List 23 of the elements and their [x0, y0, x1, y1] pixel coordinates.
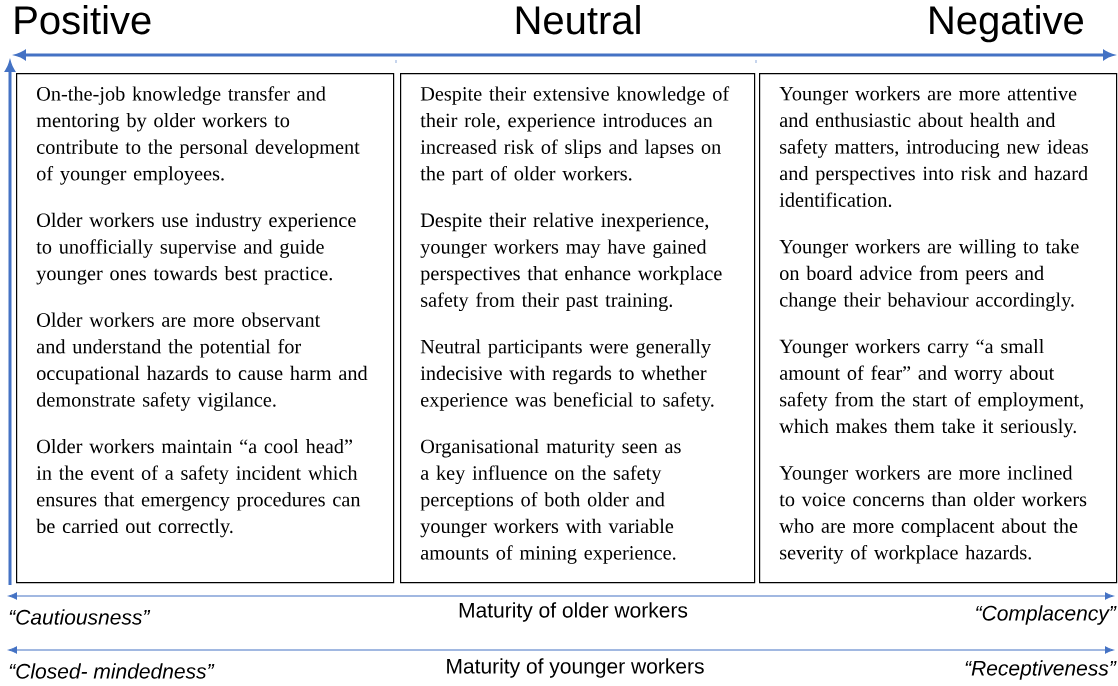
text-box: [16, 73, 395, 584]
node-label: Younger workers are willing to take on board advice from peers and change their behaviour accordingly.: [779, 239, 1079, 311]
heading: Neutral: [516, 5, 640, 35]
node-label: On-the-job knowledge transfer and mentoring by older workers to contribute to the personal development of younger employees.: [36, 86, 360, 185]
node-label: Older workers maintain “a cool head” in the event of a safety incident which ensures that emergency procedures can be carried out correctly.: [36, 439, 361, 538]
text-box: [400, 73, 756, 584]
axis-label: “Receptiveness”: [965, 660, 1117, 680]
text-box: [759, 73, 1118, 584]
node-label: Younger workers carry “a small amount of fear” and worry about safety from the start of employment, which makes them take it seriously.: [779, 339, 1083, 438]
node-label: Organisational maturity seen as a key influence on the safety perceptions of both older and younger workers with variable amounts of mining experience.: [420, 439, 681, 564]
node-label: Younger workers are more inclined to voice concerns than older workers who are more complacent about the severity of workplace hazards.: [779, 465, 1087, 564]
axis-title: Maturity of younger workers: [447, 658, 704, 678]
node-label: Older workers are more observant and understand the potential for occupational hazards to cause harm and demonstrate safety vigilance.: [36, 312, 368, 411]
axis-label: “Closed- mindedness”: [9, 663, 215, 679]
node-label: Younger workers are more attentive and enthusiastic about health and safety matters, introducing new ideas and perspectives into risk and hazard identification.: [779, 86, 1088, 207]
heading: Positive: [15, 5, 151, 35]
axis-label: “Complacency”: [976, 605, 1117, 625]
node-label: Older workers use industry experience to unofficially supervise and guide younger ones towards best practice.: [36, 212, 356, 285]
node-label: Neutral participants were generally indecisive with regards to whether experience was beneficial to safety.: [420, 339, 714, 411]
axis-title: Maturity of older workers: [459, 602, 688, 622]
node-label: Despite their extensive knowledge of their role, experience introduces an increased risk of slips and lapses on the part of older workers.: [420, 86, 730, 185]
axis-label: “Cautiousness”: [9, 609, 151, 625]
node-label: Despite their relative inexperience, younger workers may have gained perspectives that enhance workplace safety from their past training.: [420, 212, 722, 312]
